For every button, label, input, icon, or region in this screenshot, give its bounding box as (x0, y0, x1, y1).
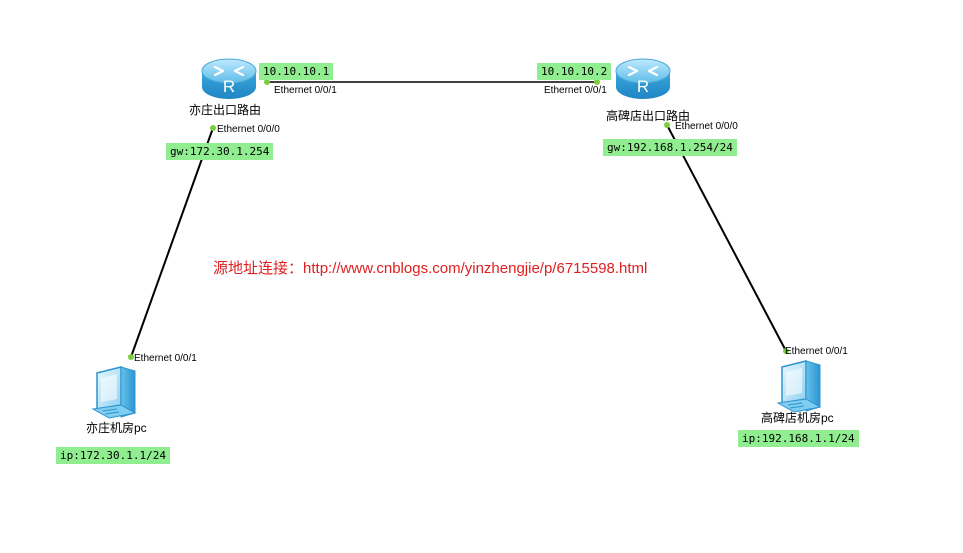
pc-gbd-icon[interactable] (777, 360, 821, 413)
port-dot-yz-lan (210, 125, 216, 131)
router-gbd-icon[interactable] (614, 57, 672, 101)
router-yz-icon[interactable] (200, 57, 258, 101)
source-prefix: 源地址连接： (213, 260, 304, 277)
gateway-tag-gbd: gw:192.168.1.254/24 (603, 139, 737, 156)
port-dot-yz-wan (264, 79, 270, 85)
link-yz-lan (130, 127, 214, 358)
pc-yz-name: 亦庄机房pc (86, 421, 147, 435)
pc-yz-icon[interactable] (92, 366, 136, 419)
port-dot-yz-pc (128, 354, 134, 360)
pc-ip-tag-yz: ip:172.30.1.1/24 (56, 447, 170, 464)
port-label-gbd-wan: Ethernet 0/0/1 (544, 85, 607, 96)
port-dot-gbd-lan (664, 122, 670, 128)
port-dot-gbd-wan (594, 79, 600, 85)
router-yz-name: 亦庄出口路由 (189, 103, 262, 117)
port-label-gbd-lan: Ethernet 0/0/0 (675, 121, 738, 132)
port-label-yz-wan: Ethernet 0/0/1 (274, 85, 337, 96)
gateway-tag-yz: gw:172.30.1.254 (166, 143, 274, 160)
source-note: 源地址连接：http://www.cnblogs.com/yinzhengjie… (213, 261, 647, 276)
pc-gbd-name: 高碑店机房pc (761, 411, 834, 425)
port-label-gbd-pc: Ethernet 0/0/1 (785, 346, 848, 357)
router-gbd-name: 高碑店出口路由 (606, 109, 691, 123)
link-gbd-lan (666, 124, 787, 352)
port-label-yz-lan: Ethernet 0/0/0 (217, 124, 280, 135)
port-label-yz-pc: Ethernet 0/0/1 (134, 353, 197, 364)
pc-ip-tag-gbd: ip:192.168.1.1/24 (738, 430, 859, 447)
wan-ip-tag-yz: 10.10.10.1 (259, 63, 334, 80)
port-dot-gbd-pc (783, 348, 789, 354)
wan-ip-tag-gbd: 10.10.10.2 (537, 63, 612, 80)
source-url[interactable]: http://www.cnblogs.com/yinzhengjie/p/671… (303, 260, 648, 277)
